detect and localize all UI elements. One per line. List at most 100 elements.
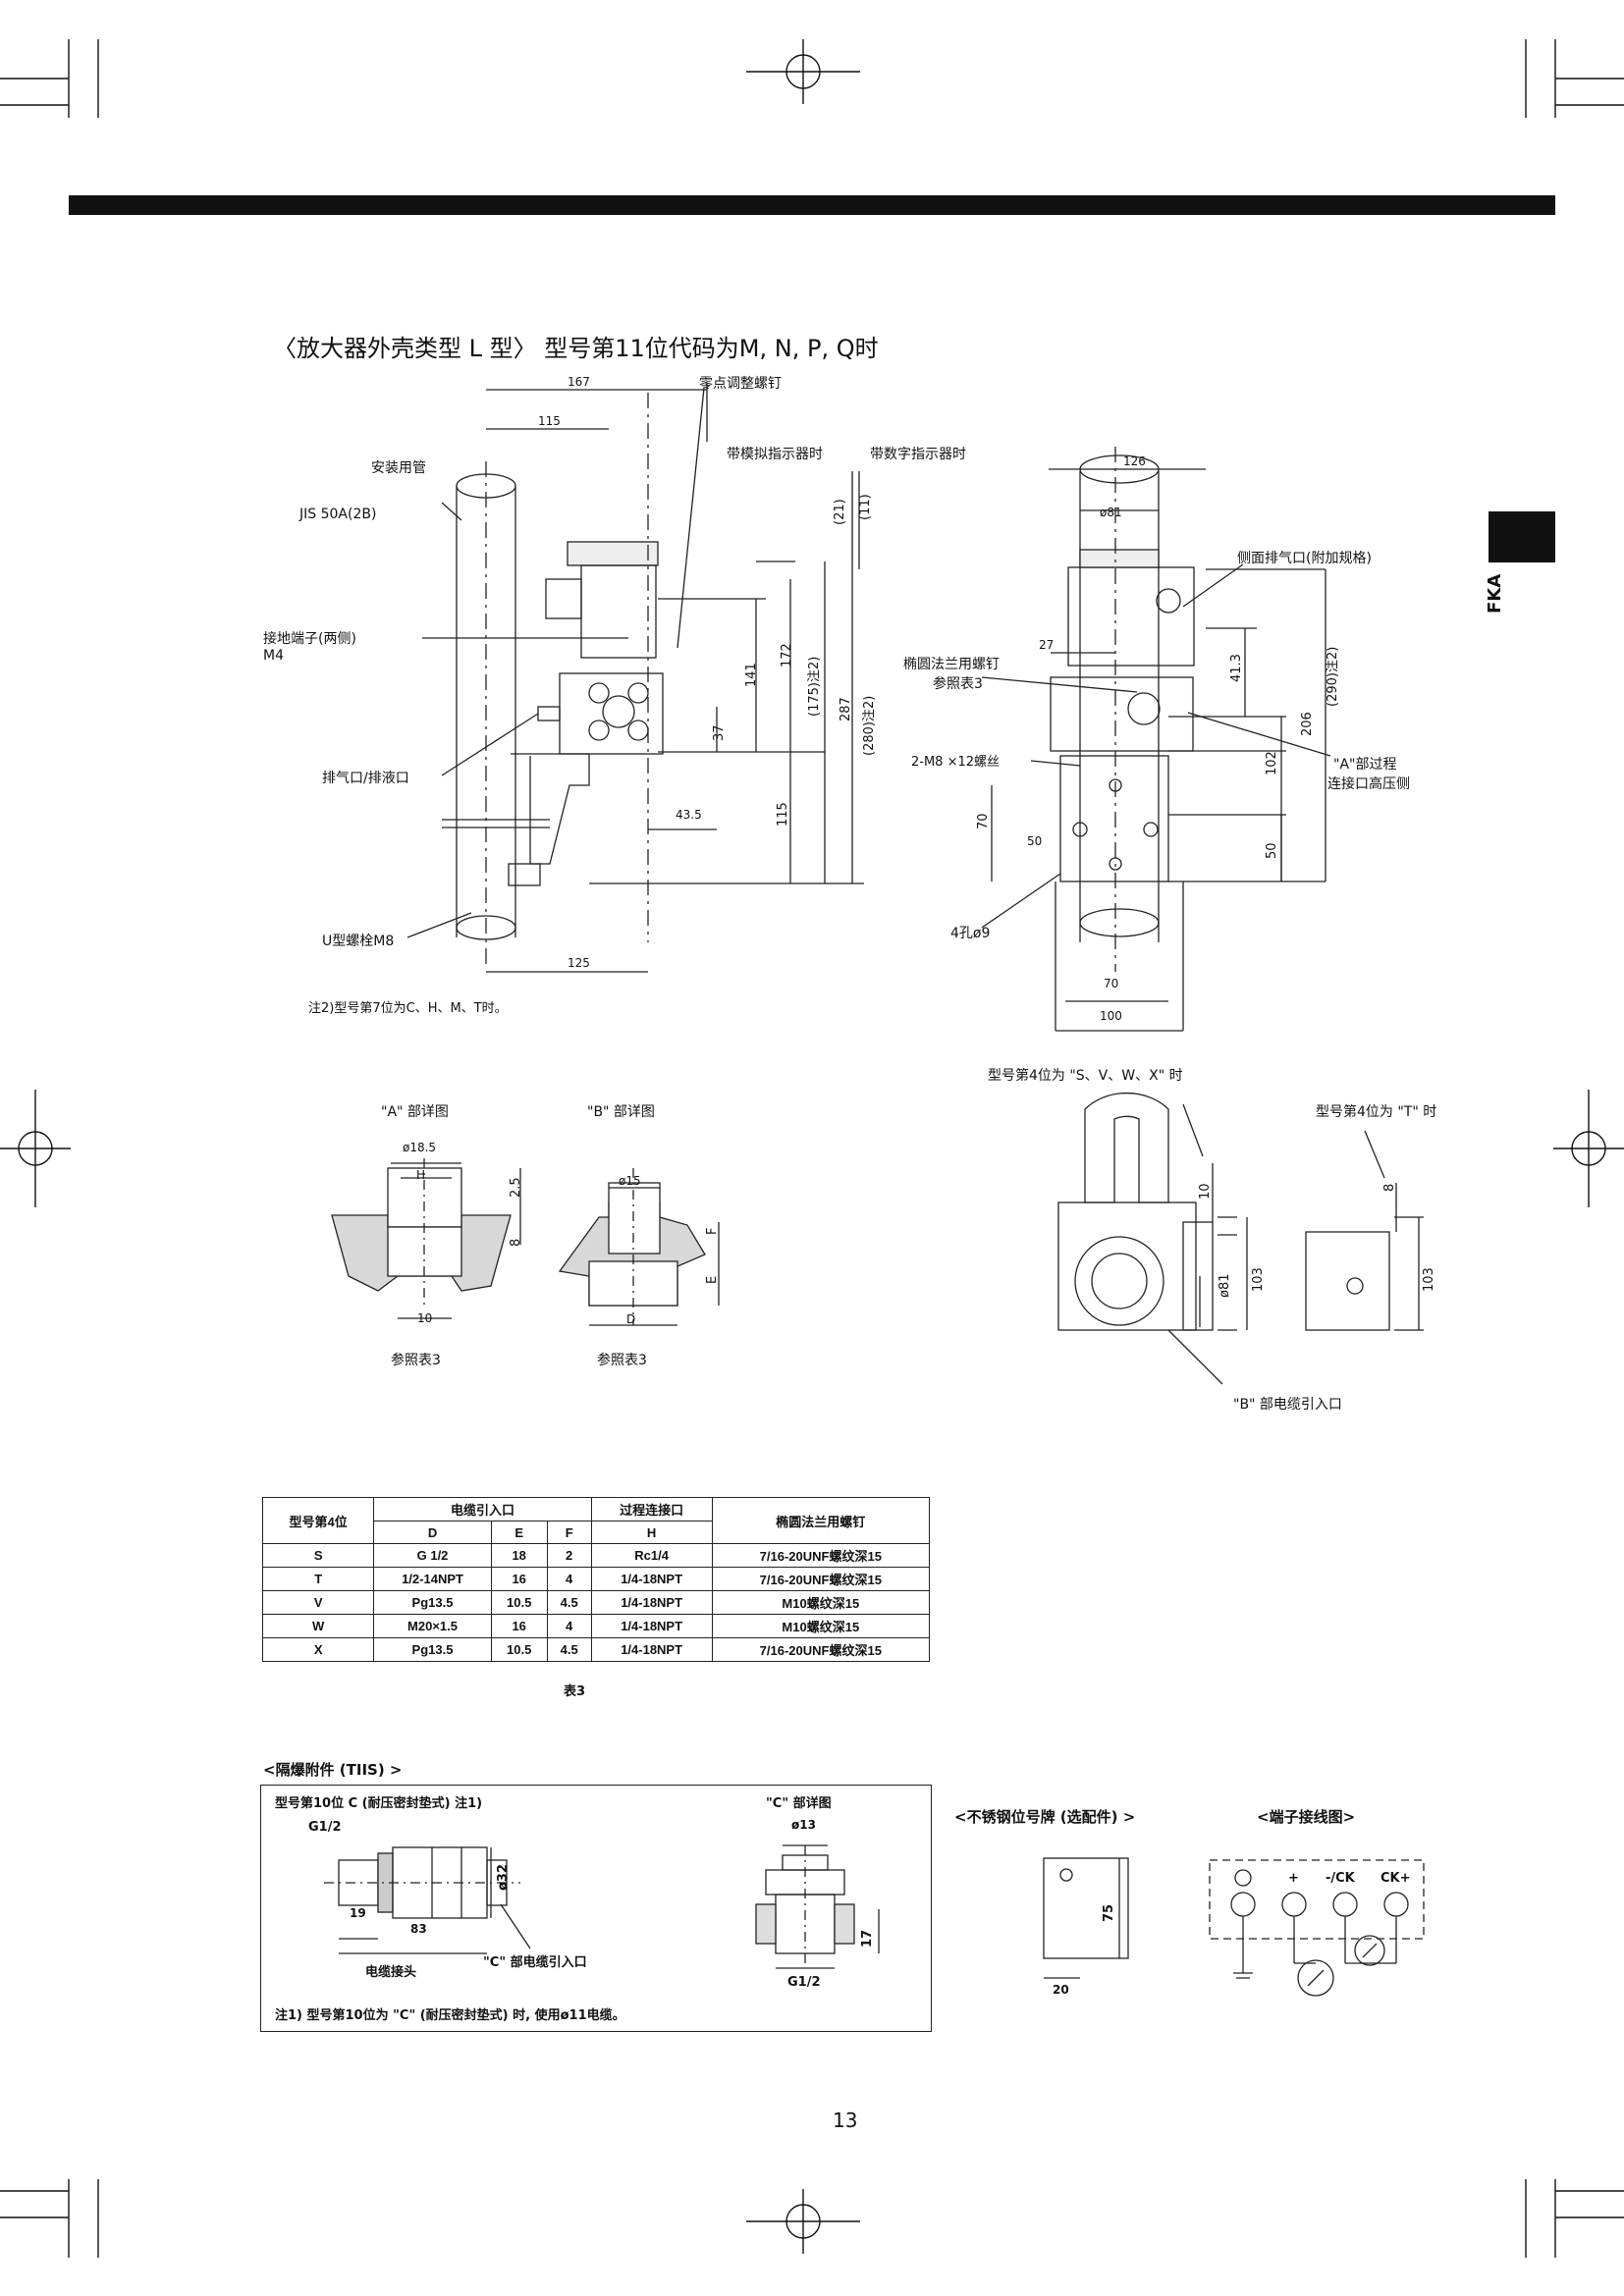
dim-287: 287 xyxy=(839,697,853,721)
label-ubolt: U型螺栓M8 xyxy=(322,934,395,949)
dim-d: D xyxy=(626,1312,636,1326)
th-flange: 椭圆法兰用螺钉 xyxy=(711,1497,931,1544)
tiis-box xyxy=(260,1785,932,2032)
label-flange-bolt: 椭圆法兰用螺钉 xyxy=(903,657,1000,672)
label-holes: 4孔ø9 xyxy=(950,926,991,941)
cell: W xyxy=(261,1614,375,1638)
th-f: F xyxy=(546,1521,592,1544)
tiis-d13: ø13 xyxy=(791,1818,816,1832)
dim-141: 141 xyxy=(744,663,759,687)
tag-plate-drawing xyxy=(1043,1857,1129,1979)
dim-8b: 8 xyxy=(1382,1183,1397,1192)
tiis-g12a: G1/2 xyxy=(308,1820,342,1835)
dim-103b: 103 xyxy=(1422,1267,1436,1292)
page-number: 13 xyxy=(833,2109,858,2132)
tiis-g12b: G1/2 xyxy=(787,1975,821,1990)
dim-10: 10 xyxy=(417,1311,433,1325)
tiis-subtitle: 型号第10位 C (耐压密封垫式) 注1) xyxy=(275,1796,483,1811)
th-cable: 电缆引入口 xyxy=(373,1497,592,1522)
cell: 1/4-18NPT xyxy=(590,1637,713,1662)
cell: 2 xyxy=(546,1543,592,1568)
dim-167: 167 xyxy=(568,375,590,389)
dim-8: 8 xyxy=(509,1238,523,1247)
ref3b-label: 参照表3 xyxy=(597,1353,647,1368)
th-process: 过程连接口 xyxy=(590,1497,713,1522)
dim-172: 172 xyxy=(780,643,794,667)
terminal-drawing xyxy=(1209,1859,1425,1997)
label-side-vent: 侧面排气口(附加规格) xyxy=(1237,551,1372,566)
cell: M20×1.5 xyxy=(373,1614,492,1638)
th-model4: 型号第4位 xyxy=(261,1497,375,1544)
header-bar xyxy=(69,195,1555,215)
label-high-side: 连接口高压侧 xyxy=(1327,776,1410,792)
label-mount-pipe: 安装用管 xyxy=(371,460,426,476)
cell: 4.5 xyxy=(546,1590,592,1615)
label-digital: 带数字指示器时 xyxy=(870,447,966,462)
cell: 4.5 xyxy=(546,1637,592,1662)
cell: 16 xyxy=(490,1614,548,1638)
dim-43-5: 43.5 xyxy=(676,808,702,822)
tiis-c-cable: "C" 部电缆引入口 xyxy=(483,1955,587,1970)
svwx-label: 型号第4位为 "S、V、W、X" 时 xyxy=(988,1068,1183,1084)
tiis-d17: 17 xyxy=(860,1929,875,1948)
th-h: H xyxy=(590,1521,713,1544)
dim-21: (21) xyxy=(833,499,847,525)
label-jis: JIS 50A(2B) xyxy=(299,507,377,522)
dim-10b: 10 xyxy=(1198,1183,1213,1200)
dim-50b: 50 xyxy=(1265,842,1279,859)
cell: V xyxy=(261,1590,375,1615)
cell: 7/16-20UNF螺纹深15 xyxy=(711,1567,931,1591)
front-view xyxy=(981,447,1331,1032)
cell: 1/4-18NPT xyxy=(590,1590,713,1615)
dim-e: E xyxy=(705,1275,720,1284)
tiis-d32: ø32 xyxy=(496,1863,511,1891)
tag-d20: 20 xyxy=(1053,1983,1069,1997)
tiis-note1: 注1) 型号第10位为 "C" (耐压密封垫式) 时, 使用ø11电缆。 xyxy=(275,2008,625,2023)
dim-81b: ø81 xyxy=(1218,1273,1232,1299)
label-ground: 接地端子(两侧) xyxy=(263,631,356,647)
dim-27: 27 xyxy=(1039,638,1055,652)
detail-views xyxy=(331,1158,720,1326)
dim-h: H xyxy=(416,1168,426,1182)
section-tab-label: FKA xyxy=(1485,573,1505,614)
dim-100: 100 xyxy=(1100,1009,1122,1023)
dim-18-5: ø18.5 xyxy=(403,1141,437,1154)
cell: 16 xyxy=(490,1567,548,1591)
cell: T xyxy=(261,1567,375,1591)
cell: Pg13.5 xyxy=(373,1637,492,1662)
dim-125: 125 xyxy=(568,956,590,970)
cell: Pg13.5 xyxy=(373,1590,492,1615)
terminal-plus: + xyxy=(1288,1871,1299,1886)
tiis-d83: 83 xyxy=(410,1922,427,1936)
cell: M10螺纹深15 xyxy=(711,1614,931,1638)
section-title: 〈放大器外壳类型 L 型〉 型号第11位代码为M, N, P, Q时 xyxy=(273,335,879,362)
dim-175: (175)注2) xyxy=(807,656,822,717)
cable-b-label: "B" 部电缆引入口 xyxy=(1233,1397,1342,1413)
dim-70: 70 xyxy=(976,813,991,829)
tiis-d19: 19 xyxy=(350,1906,366,1920)
tiis-c-detail: "C" 部详图 xyxy=(766,1796,832,1811)
dim-103a: 103 xyxy=(1251,1267,1266,1292)
cell: G 1/2 xyxy=(373,1543,492,1568)
th-e: E xyxy=(490,1521,548,1544)
table3-caption: 表3 xyxy=(564,1684,586,1699)
cell: 1/2-14NPT xyxy=(373,1567,492,1591)
tiis-drawings xyxy=(324,1844,880,1969)
b-detail-title: "B" 部详图 xyxy=(587,1104,655,1120)
label-m8-screw: 2-M8 ×12螺丝 xyxy=(911,755,1001,770)
dim-50a: 50 xyxy=(1027,834,1043,848)
cell: 4 xyxy=(546,1614,592,1638)
cell: M10螺纹深15 xyxy=(711,1590,931,1615)
section-tab xyxy=(1489,511,1555,562)
dim-81: ø81 xyxy=(1100,506,1122,519)
cell: S xyxy=(261,1543,375,1568)
dim-15: ø15 xyxy=(619,1174,641,1188)
label-zero-screw: 零点调整螺钉 xyxy=(699,376,782,392)
t-case-label: 型号第4位为 "T" 时 xyxy=(1316,1104,1437,1120)
